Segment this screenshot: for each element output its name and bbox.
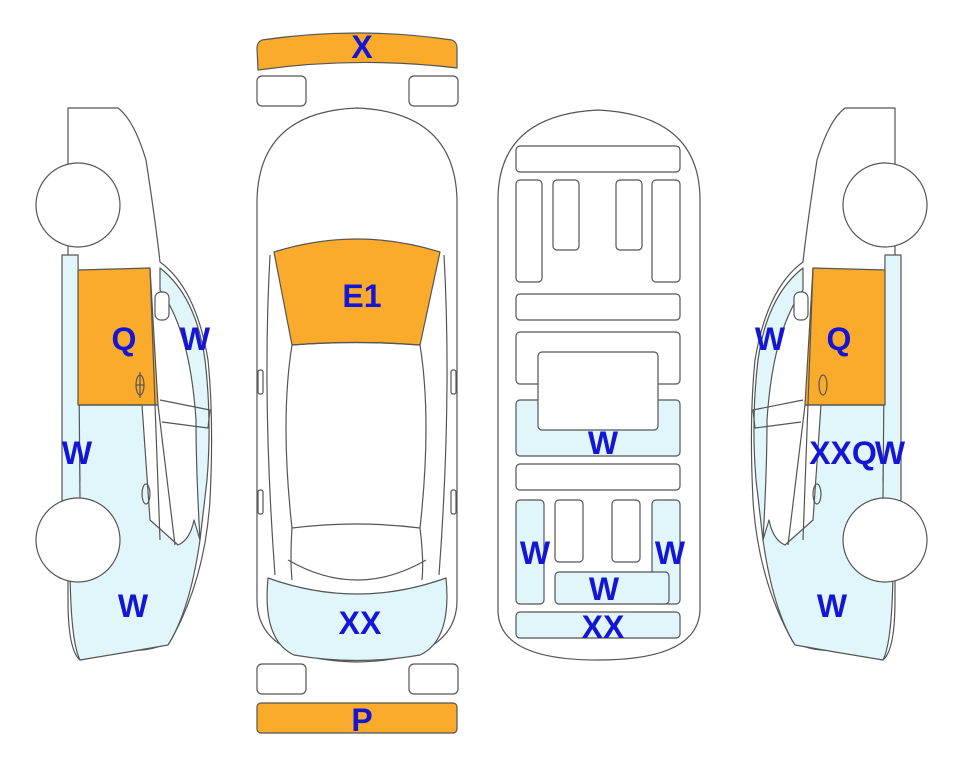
right-rear-door-label: XXQ (809, 435, 877, 471)
underside-rear-center-label: W (589, 571, 620, 607)
left-pillar-strip (159, 267, 210, 541)
right-front-door-label: Q (827, 321, 852, 357)
underside-left-panel (515, 499, 545, 605)
left-sill-label: W (62, 435, 93, 471)
top-rear-panel (266, 577, 448, 662)
right-rear-quarter-label: W (817, 588, 848, 624)
top-rear-label: XX (339, 605, 382, 641)
front-bumper-label: X (351, 29, 373, 65)
underside-rear-label: XX (582, 609, 625, 645)
front-bumper (256, 32, 458, 71)
underside-right-label: W (655, 535, 686, 571)
right-side-view (750, 107, 928, 661)
left-front-door-label: Q (112, 321, 137, 357)
left-rear-wheel (35, 497, 121, 583)
underside-center-label: W (588, 425, 619, 461)
underside-left-label: W (520, 535, 551, 571)
left-lower-panel (69, 404, 201, 661)
underside-rear-center-panel (554, 571, 670, 605)
right-sill-label: W (875, 435, 906, 471)
top-view (256, 32, 459, 734)
rear-bumper-label: P (351, 702, 372, 738)
underside-rear-panel (515, 611, 681, 639)
rear-bumper (256, 702, 458, 734)
underside-view (497, 109, 701, 661)
right-pillar-label: W (755, 321, 786, 357)
left-front-wheel (35, 162, 121, 248)
left-pillar-label: W (180, 321, 211, 357)
left-rear-quarter-label: W (118, 588, 149, 624)
left-side-view (35, 107, 213, 661)
hood-label: E1 (342, 278, 381, 314)
